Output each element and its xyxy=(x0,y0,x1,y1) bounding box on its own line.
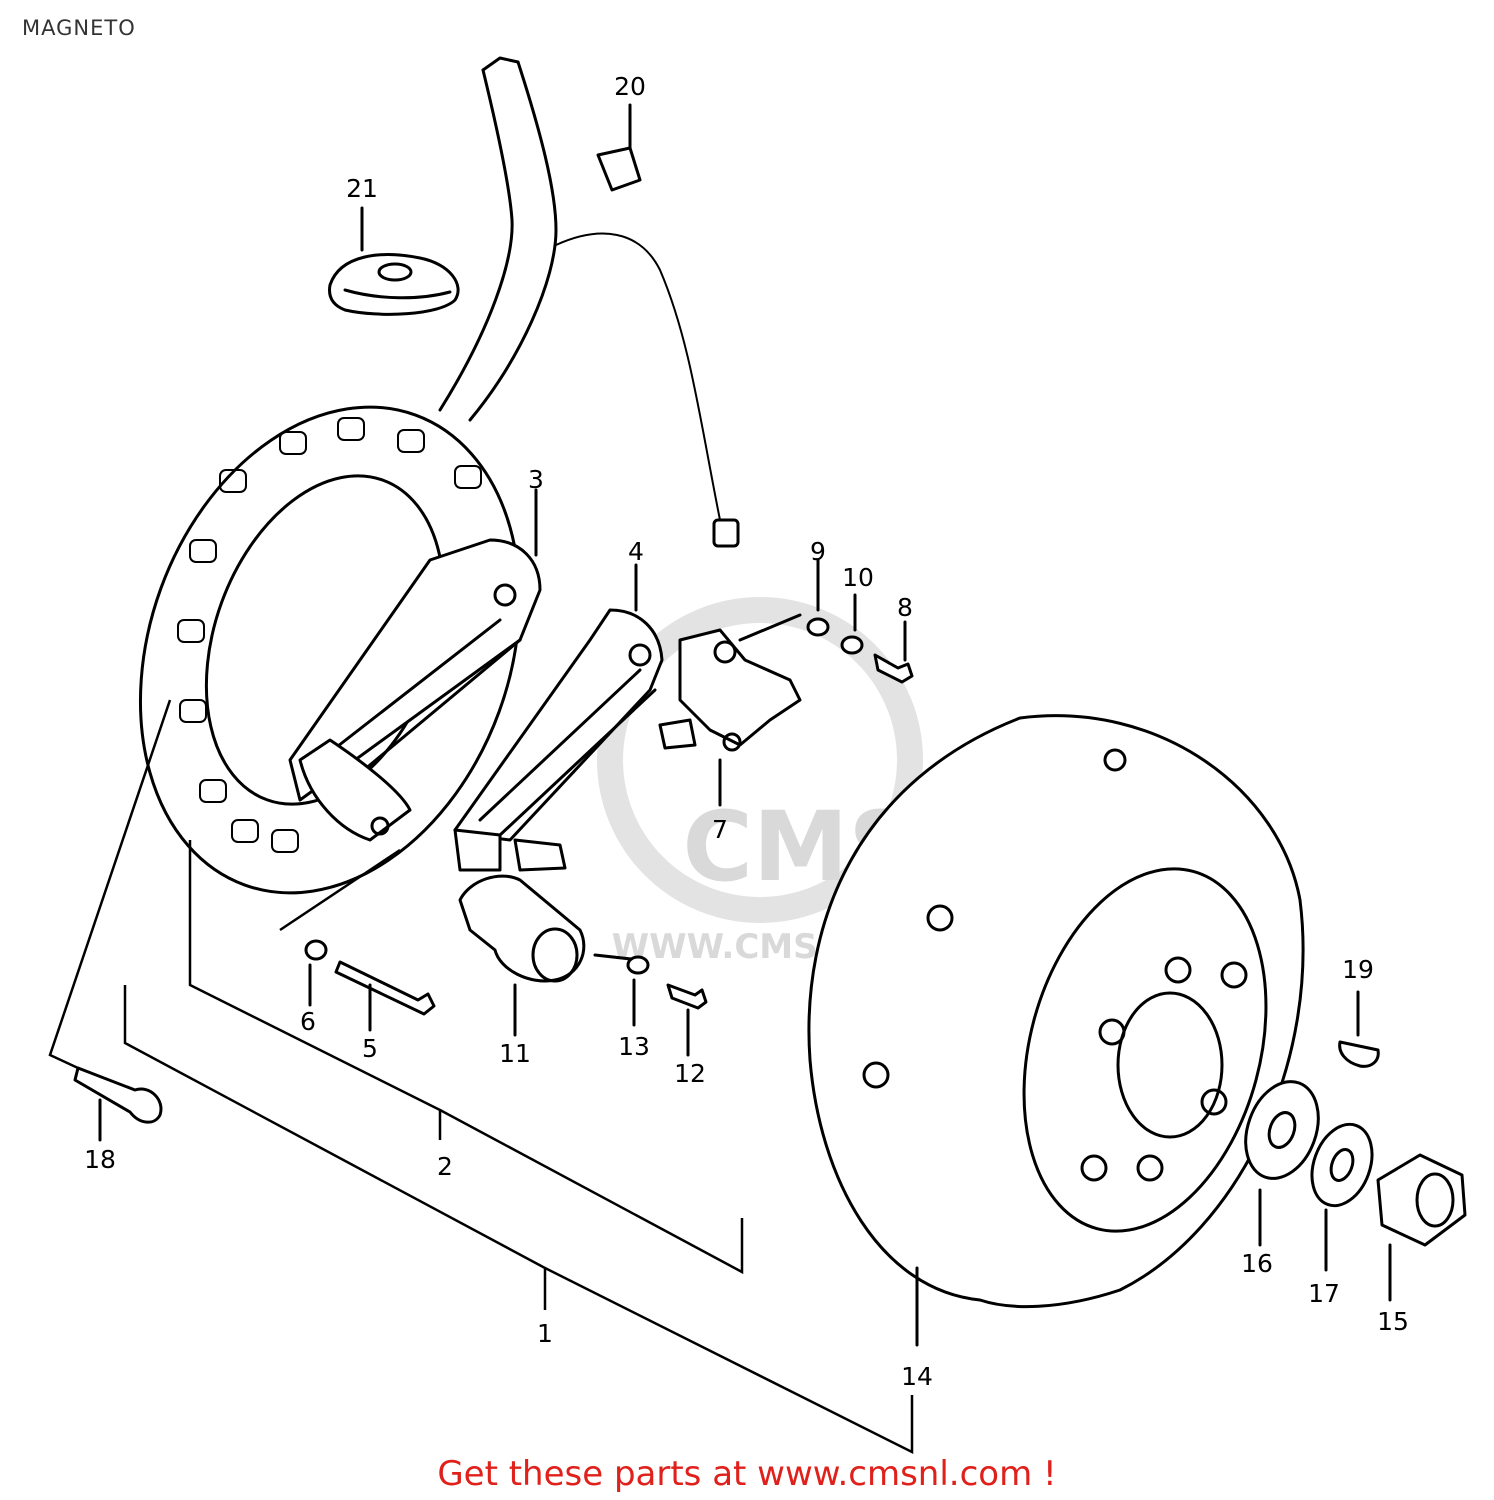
callout-12: 12 xyxy=(674,1059,706,1088)
callout-8: 8 xyxy=(897,593,913,622)
part-12-screw xyxy=(666,983,708,1057)
callout-9: 9 xyxy=(810,537,826,566)
stator-plate xyxy=(138,405,522,895)
callout-labels: 1 2 3 4 5 6 7 8 9 10 11 12 13 14 15 16 1… xyxy=(84,72,1409,1391)
callout-14: 14 xyxy=(901,1362,933,1391)
part-17-lock-washer xyxy=(1310,1122,1374,1272)
part-10-lock-washer xyxy=(840,593,864,655)
callout-7: 7 xyxy=(712,815,728,844)
part-15-nut xyxy=(1376,1153,1467,1302)
part-11-condenser xyxy=(458,874,642,1037)
callout-20: 20 xyxy=(614,72,646,101)
part-14-flywheel xyxy=(807,714,1305,1347)
callout-21: 21 xyxy=(346,174,378,203)
part-7-contact-breaker xyxy=(658,613,802,807)
part-3-coil xyxy=(288,488,542,842)
assembly-leader-lines xyxy=(48,699,914,1455)
callout-10: 10 xyxy=(842,563,874,592)
callout-5: 5 xyxy=(362,1034,378,1063)
part-19-key xyxy=(1338,990,1380,1068)
callout-13: 13 xyxy=(618,1032,650,1061)
callout-3: 3 xyxy=(528,465,544,494)
part-8-screw xyxy=(873,620,914,684)
callout-2: 2 xyxy=(437,1152,453,1181)
callout-11: 11 xyxy=(499,1039,531,1068)
part-18-screw xyxy=(73,1066,163,1142)
footer-shop-link[interactable]: Get these parts at www.cmsnl.com ! xyxy=(437,1454,1057,1494)
callout-15: 15 xyxy=(1377,1307,1409,1336)
callout-4: 4 xyxy=(628,537,644,566)
page-title: MAGNETO xyxy=(22,16,136,40)
callout-19: 19 xyxy=(1342,955,1374,984)
callout-17: 17 xyxy=(1308,1279,1340,1308)
part-13-washer xyxy=(626,955,650,1027)
part-6-washer xyxy=(304,939,328,1007)
part-9-washer xyxy=(806,558,830,637)
callout-18: 18 xyxy=(84,1145,116,1174)
part-5-screw xyxy=(334,960,436,1032)
part-20-cap xyxy=(596,103,642,192)
callout-1: 1 xyxy=(537,1319,553,1348)
callout-16: 16 xyxy=(1241,1249,1273,1278)
part-16-washer xyxy=(1244,1080,1320,1247)
part-21-grommet xyxy=(328,206,460,316)
callout-6: 6 xyxy=(300,1007,316,1036)
part-4-coil xyxy=(453,563,664,872)
stator-cable xyxy=(438,56,740,548)
